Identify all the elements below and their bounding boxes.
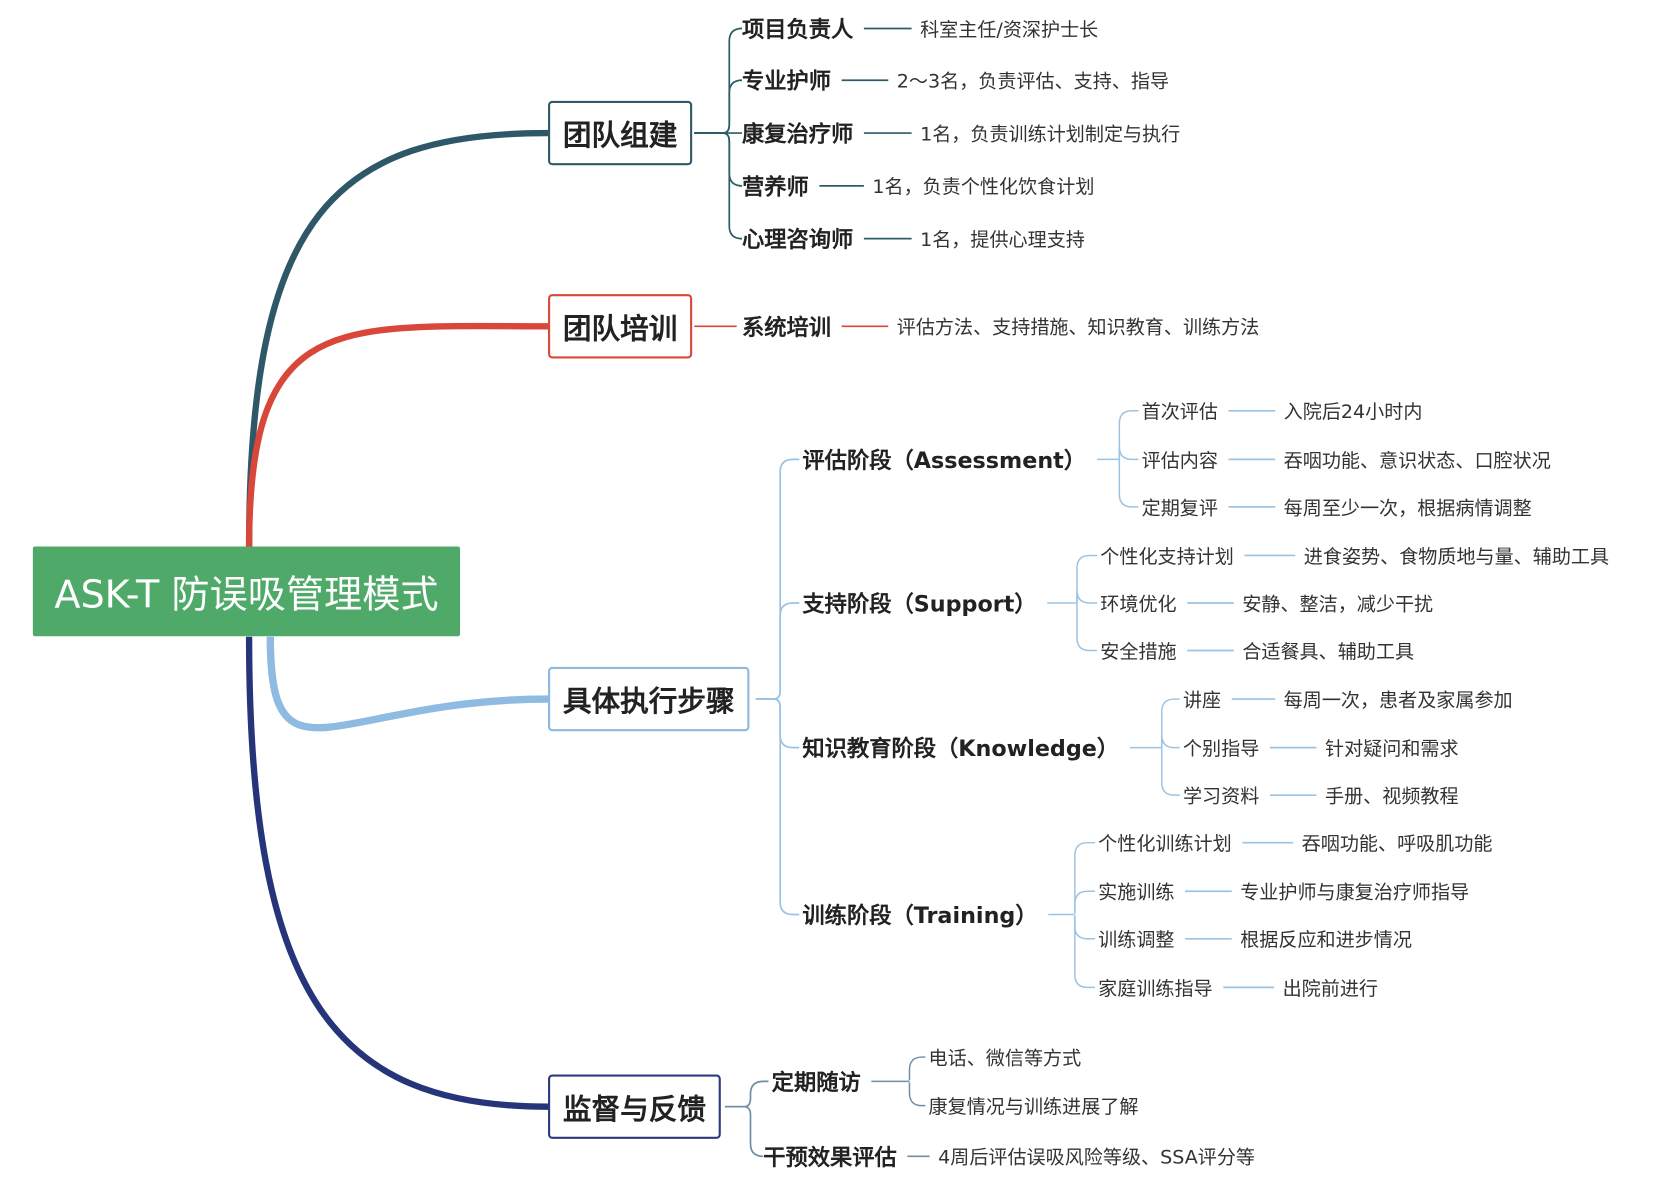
connector <box>1076 554 1098 602</box>
sub-node[interactable]: 营养师 <box>741 174 809 200</box>
sub-node[interactable]: 定期随访 <box>771 1069 861 1096</box>
detail-text[interactable]: 安静、整洁，减少干扰 <box>1242 593 1434 616</box>
connector <box>908 1056 926 1081</box>
connector <box>245 322 549 548</box>
sub-node[interactable]: 心理咨询师 <box>741 227 854 253</box>
sub-node[interactable]: 系统培训 <box>741 314 832 341</box>
leaf-node[interactable]: 讲座 <box>1182 689 1222 712</box>
connector <box>1118 410 1139 459</box>
sub-node[interactable]: 康复治疗师 <box>741 121 854 147</box>
leaf-node[interactable]: 定期复评 <box>1141 497 1218 520</box>
connector <box>1161 748 1180 796</box>
detail-text[interactable]: 1名，提供心理支持 <box>920 229 1085 252</box>
leaf-node[interactable]: 首次评估 <box>1141 401 1218 424</box>
connector <box>1161 698 1180 747</box>
sub-node[interactable]: 知识教育阶段（Knowledge） <box>802 736 1120 762</box>
sub-node[interactable]: 支持阶段（Support） <box>802 591 1037 617</box>
leaf-node[interactable]: 学习资料 <box>1182 785 1260 808</box>
detail-text[interactable]: 专业护师与康复治疗师指导 <box>1240 881 1470 904</box>
connector <box>694 132 743 240</box>
leaf-node[interactable]: 个性化训练计划 <box>1098 833 1232 856</box>
sub-node[interactable]: 专业护师 <box>741 68 832 94</box>
detail-text[interactable]: 每周至少一次，根据病情调整 <box>1283 497 1532 520</box>
connector <box>755 698 800 749</box>
detail-text[interactable]: 针对疑问和需求 <box>1324 738 1459 761</box>
branch-node-2[interactable]: 具体执行步骤 <box>548 666 750 732</box>
connector <box>755 602 800 700</box>
detail-text[interactable]: 出院前进行 <box>1282 977 1378 1001</box>
connector <box>1161 734 1180 749</box>
leaf-node[interactable]: 安全措施 <box>1100 640 1177 664</box>
root-node[interactable]: ASK-T 防误吸管理模式 <box>32 546 461 637</box>
connector <box>245 129 549 548</box>
connector <box>1074 915 1095 940</box>
detail-text[interactable]: 根据反应和进步情况 <box>1240 929 1412 952</box>
detail-text[interactable]: 1名，负责训练计划制定与执行 <box>920 123 1181 146</box>
leaf-node[interactable]: 训练调整 <box>1098 929 1175 952</box>
leaf-node[interactable]: 环境优化 <box>1100 593 1177 616</box>
leaf-node[interactable]: 评估内容 <box>1141 449 1218 473</box>
connector <box>908 1082 926 1107</box>
detail-text[interactable]: 合适餐具、辅助工具 <box>1242 640 1415 664</box>
connector <box>1118 446 1139 461</box>
detail-text[interactable]: 4周后评估误吸风险等级、SSA评分等 <box>938 1146 1255 1169</box>
detail-text[interactable]: 科室主任/资深护士长 <box>920 19 1099 42</box>
connector <box>245 636 549 1110</box>
detail-text[interactable]: 1名，负责个性化饮食计划 <box>872 176 1095 199</box>
connector <box>1118 460 1139 508</box>
leaf-node[interactable]: 个性化支持计划 <box>1100 545 1234 569</box>
sub-node[interactable]: 项目负责人 <box>741 16 854 43</box>
connector <box>694 79 743 134</box>
leaf-node[interactable]: 个别指导 <box>1182 738 1260 761</box>
branch-node-3[interactable]: 监督与反馈 <box>548 1074 721 1139</box>
connector <box>1074 915 1095 989</box>
branch-node-1[interactable]: 团队培训 <box>548 294 693 359</box>
connector <box>1074 890 1095 914</box>
connector <box>725 1105 764 1158</box>
detail-text[interactable]: 进食姿势、食物质地与量、辅助工具 <box>1303 545 1610 569</box>
connector <box>725 1080 769 1108</box>
leaf-node[interactable]: 电话、微信等方式 <box>928 1047 1082 1070</box>
connector <box>1074 841 1095 914</box>
leaf-node[interactable]: 康复情况与训练进展了解 <box>928 1096 1139 1119</box>
detail-text[interactable]: 评估方法、支持措施、知识教育、训练方法 <box>896 316 1260 339</box>
sub-node[interactable]: 干预效果评估 <box>763 1144 897 1171</box>
connector <box>694 132 743 187</box>
leaf-node[interactable]: 实施训练 <box>1098 881 1175 904</box>
connector <box>266 636 549 732</box>
connector <box>1076 604 1098 652</box>
connector <box>1076 590 1098 605</box>
connector <box>755 698 800 916</box>
connector <box>755 458 800 700</box>
leaf-node[interactable]: 家庭训练指导 <box>1098 977 1213 1001</box>
branch-node-0[interactable]: 团队组建 <box>548 100 693 166</box>
detail-text[interactable]: 每周一次，患者及家属参加 <box>1283 689 1513 712</box>
detail-text[interactable]: 2～3名，负责评估、支持、指导 <box>896 70 1170 93</box>
detail-text[interactable]: 吞咽功能、呼吸肌功能 <box>1301 833 1493 856</box>
sub-node[interactable]: 评估阶段（Assessment） <box>802 447 1087 474</box>
detail-text[interactable]: 吞咽功能、意识状态、口腔状况 <box>1283 449 1551 473</box>
detail-text[interactable]: 入院后24小时内 <box>1283 401 1423 424</box>
sub-node[interactable]: 训练阶段（Training） <box>802 902 1038 929</box>
detail-text[interactable]: 手册、视频教程 <box>1324 785 1459 808</box>
